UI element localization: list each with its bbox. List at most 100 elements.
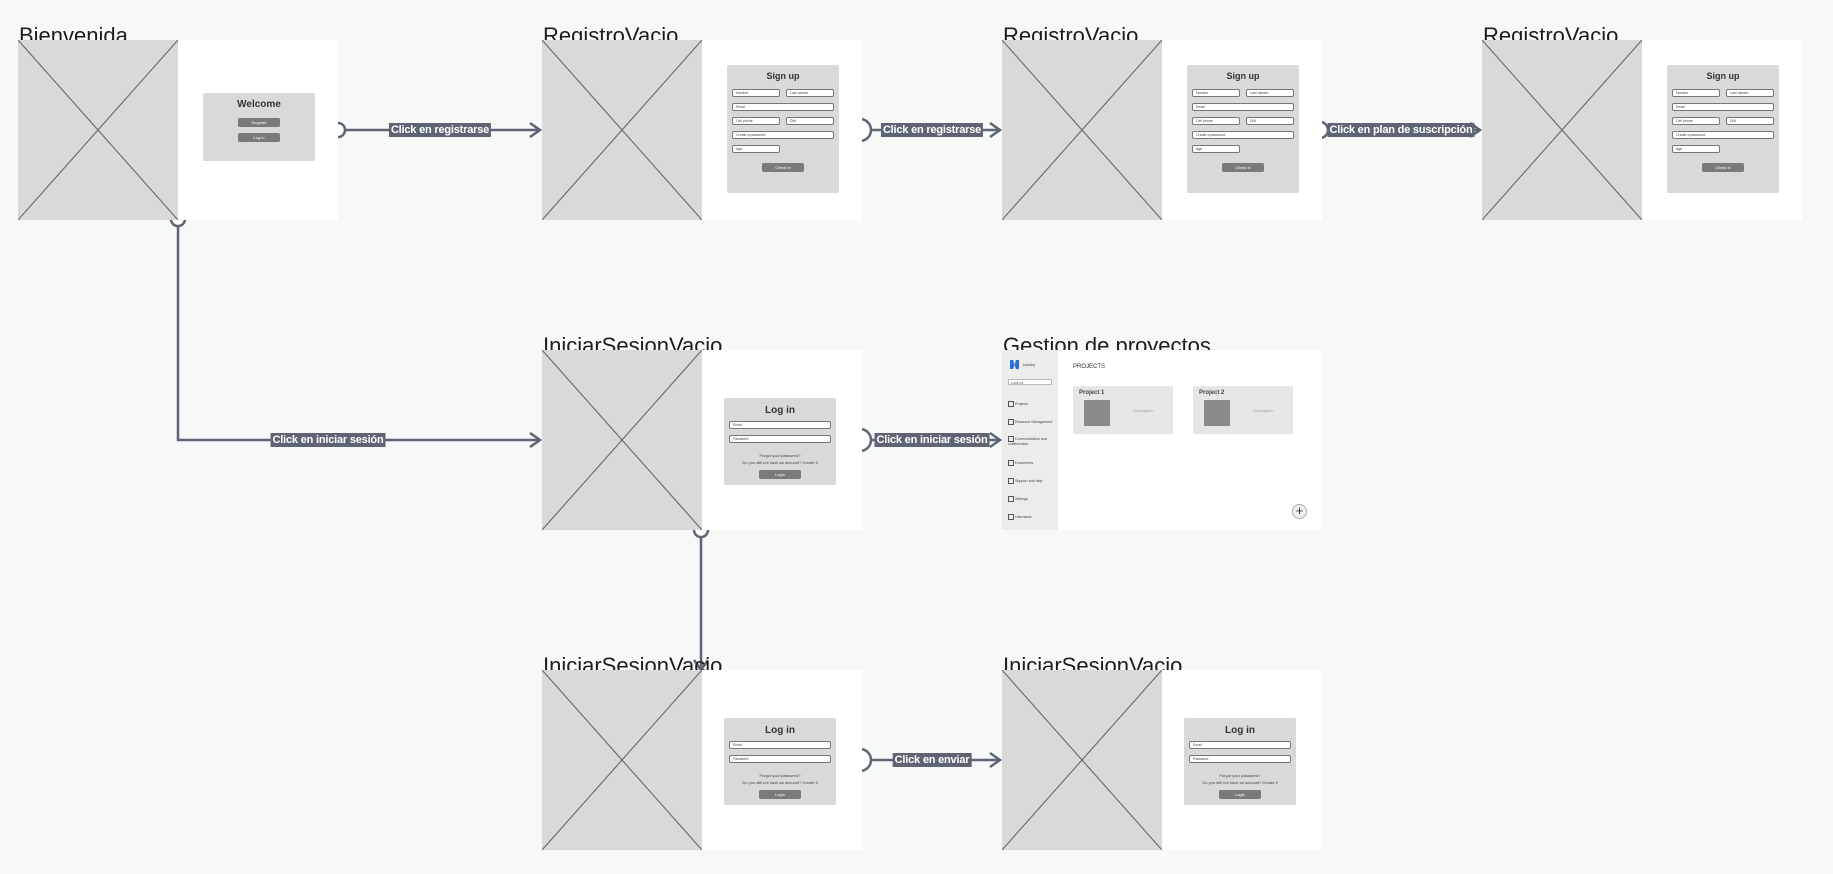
folder-icon: [1008, 401, 1014, 407]
sidebar-item-label: Projects: [1015, 401, 1028, 406]
password-field[interactable]: Create a password: [1192, 131, 1294, 139]
arrowhead-icon: [989, 431, 1003, 449]
sidebar-search-input[interactable]: Look for: [1008, 379, 1052, 385]
name-field[interactable]: Nombre: [732, 89, 780, 97]
password-field[interactable]: Password: [729, 755, 831, 763]
email-field[interactable]: Email: [729, 741, 831, 749]
project-card[interactable]: Project 1 Description: [1073, 386, 1173, 434]
arrowhead-icon: [529, 431, 543, 449]
age-field[interactable]: Age: [1672, 145, 1720, 153]
lastname-field[interactable]: Last names: [786, 89, 834, 97]
arrowhead-icon: [529, 121, 543, 139]
project-description: Description: [1133, 408, 1154, 413]
password-field[interactable]: Password: [1189, 755, 1291, 763]
login-title: Log in: [765, 405, 795, 416]
user-icon: [1008, 514, 1014, 520]
email-field[interactable]: Email: [729, 421, 831, 429]
placeholder-cross-icon: [1002, 40, 1162, 220]
cellphone-field[interactable]: Cell phone: [1672, 117, 1720, 125]
dni-field[interactable]: DNI: [1726, 117, 1774, 125]
create-account-link[interactable]: Do you still not have an account? Create…: [742, 460, 818, 465]
placeholder-cross-icon: [542, 350, 702, 530]
login-button[interactable]: Log in: [238, 133, 280, 142]
register-button[interactable]: Register: [238, 118, 280, 127]
image-placeholder: [542, 40, 702, 220]
dni-field[interactable]: DNI: [786, 117, 834, 125]
edge-label: Click en registrarse: [880, 123, 984, 137]
check-in-button[interactable]: Check in: [1702, 163, 1744, 172]
sidebar-item[interactable]: Projects: [1008, 401, 1028, 407]
sidebar-item[interactable]: Support and help: [1008, 478, 1042, 484]
image-placeholder: [1482, 40, 1642, 220]
forgot-password-link[interactable]: Forgot your password?: [759, 453, 801, 458]
age-field[interactable]: Age: [1192, 145, 1240, 153]
name-field[interactable]: Nombre: [1192, 89, 1240, 97]
image-placeholder: [1002, 670, 1162, 850]
sidebar-item-label: Username: [1015, 514, 1032, 519]
email-field[interactable]: Email: [1672, 103, 1774, 111]
check-in-button[interactable]: Check in: [1222, 163, 1264, 172]
signup-title: Sign up: [1226, 71, 1260, 81]
login-submit-button[interactable]: Login: [1219, 790, 1261, 799]
create-account-link[interactable]: Do you still not have an account? Create…: [742, 780, 818, 785]
placeholder-cross-icon: [1002, 670, 1162, 850]
sidebar-item[interactable]: Communication and collaboration: [1008, 436, 1054, 447]
password-field[interactable]: Create a password: [1672, 131, 1774, 139]
project-thumbnail: [1084, 400, 1110, 426]
placeholder-cross-icon: [18, 40, 178, 220]
email-field[interactable]: Email: [1192, 103, 1294, 111]
placeholder-cross-icon: [1482, 40, 1642, 220]
placeholder-cross-icon: [542, 40, 702, 220]
email-field[interactable]: Email: [732, 103, 834, 111]
placeholder-cross-icon: [542, 670, 702, 850]
edge-label: Click en registrarse: [388, 123, 492, 137]
dni-field[interactable]: DNI: [1246, 117, 1294, 125]
signup-title: Sign up: [766, 71, 800, 81]
password-field[interactable]: Password: [729, 435, 831, 443]
resource-icon: [1008, 419, 1014, 425]
project-thumbnail: [1204, 400, 1230, 426]
project-title: Project 1: [1079, 390, 1105, 396]
forgot-password-link[interactable]: Forgot your password?: [759, 773, 801, 778]
cellphone-field[interactable]: Cell phone: [1192, 117, 1240, 125]
sidebar-item[interactable]: Settings: [1008, 496, 1028, 502]
projects-heading: PROJECTS: [1073, 364, 1106, 370]
lastname-field[interactable]: Last names: [1726, 89, 1774, 97]
sidebar-item-label: Resource Management: [1015, 419, 1053, 424]
edge-label: Click en iniciar sesión: [270, 433, 386, 447]
sidebar-item-label: Support and help: [1015, 478, 1043, 483]
cellphone-field[interactable]: Cell phone: [732, 117, 780, 125]
gear-icon: [1008, 496, 1014, 502]
create-account-link[interactable]: Do you still not have an account? Create…: [1202, 780, 1278, 785]
add-project-button[interactable]: +: [1292, 504, 1307, 519]
brand-logo-icon: [1010, 360, 1019, 369]
password-field[interactable]: Create a password: [732, 131, 834, 139]
email-field[interactable]: Email: [1189, 741, 1291, 749]
forgot-password-link[interactable]: Forgot your password?: [1219, 773, 1261, 778]
login-submit-button[interactable]: Login: [759, 470, 801, 479]
name-field[interactable]: Nombre: [1672, 89, 1720, 97]
image-placeholder: [542, 350, 702, 530]
image-placeholder: [542, 670, 702, 850]
edge-label: Click en plan de suscripción: [1327, 123, 1475, 137]
login-submit-button[interactable]: Login: [759, 790, 801, 799]
sidebar-item[interactable]: Resource Management: [1008, 419, 1052, 425]
check-in-button[interactable]: Check in: [762, 163, 804, 172]
brand-name: Iclosky: [1023, 362, 1036, 367]
age-field[interactable]: Age: [732, 145, 780, 153]
sidebar-item[interactable]: Documents: [1008, 460, 1033, 466]
sidebar-item[interactable]: Username: [1008, 514, 1032, 520]
lastname-field[interactable]: Last names: [1246, 89, 1294, 97]
sidebar-item-label: Settings: [1015, 496, 1028, 501]
